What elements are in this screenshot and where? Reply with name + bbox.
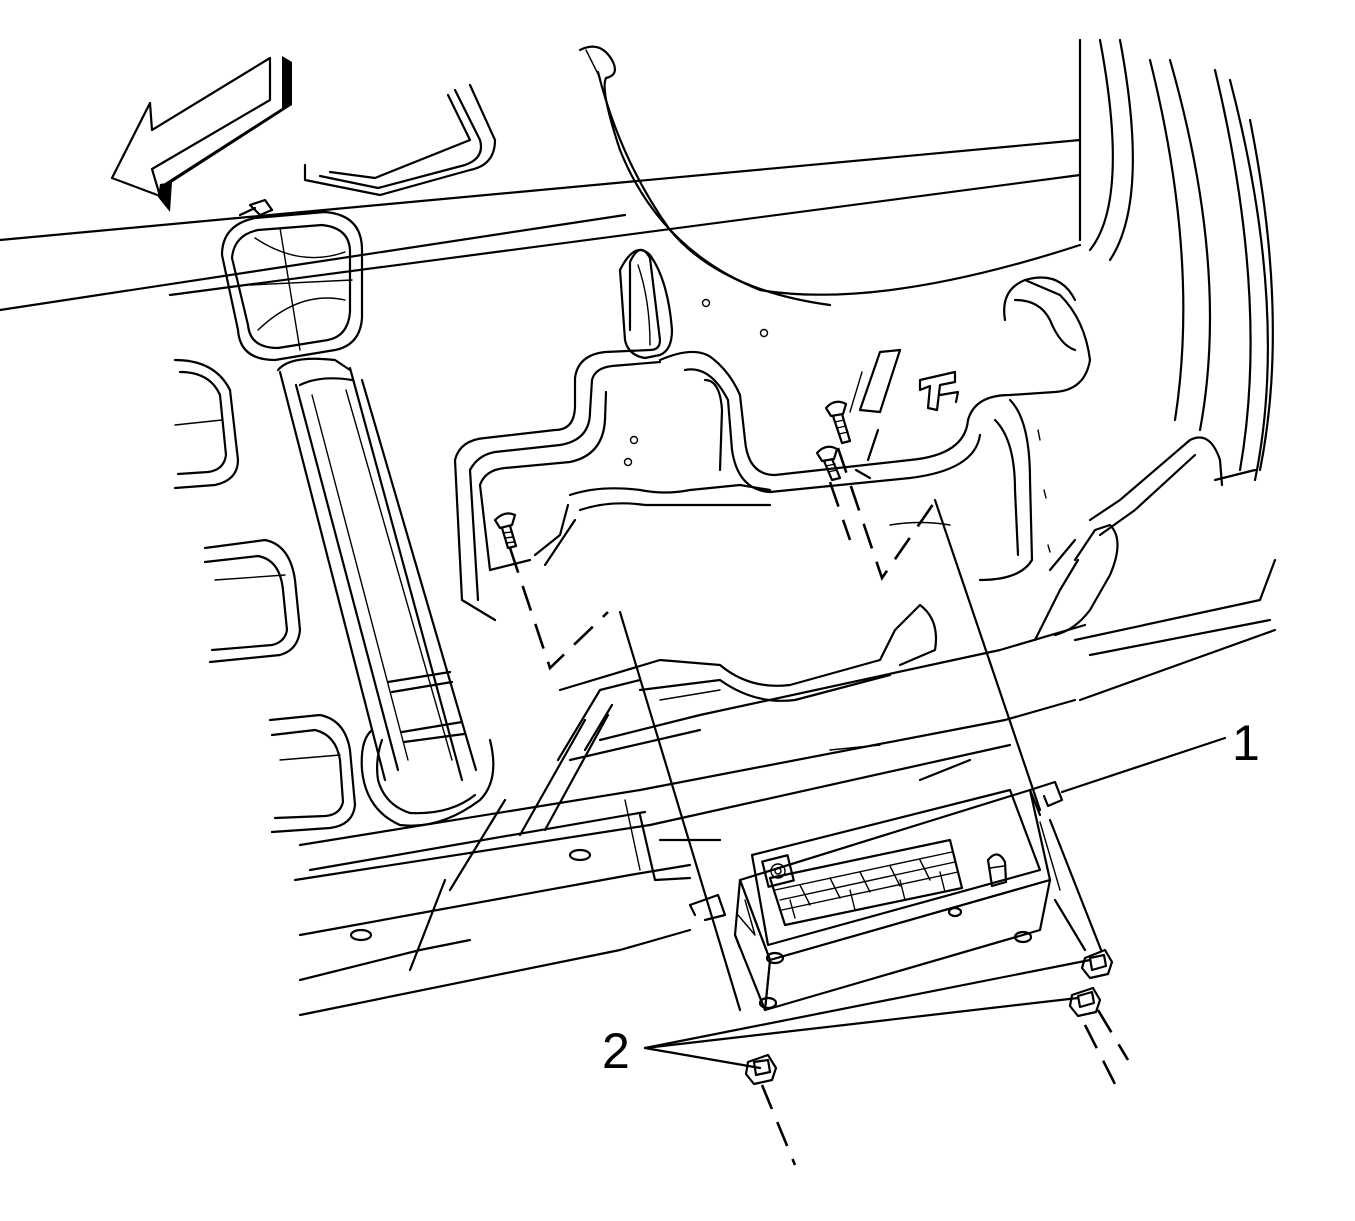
nut-lower-right bbox=[1068, 986, 1102, 1018]
installation-guide-lines bbox=[618, 498, 1107, 1012]
callout-2-label: 2 bbox=[602, 1023, 630, 1079]
stud-right-lower bbox=[815, 445, 842, 482]
callout-1-label: 1 bbox=[1232, 715, 1260, 771]
callout-2: 2 bbox=[602, 958, 1092, 1079]
electronic-control-module bbox=[688, 780, 1064, 1012]
nut-upper-right bbox=[1080, 948, 1114, 980]
callout-1: 1 bbox=[1060, 715, 1260, 794]
mounting-nuts bbox=[744, 948, 1114, 1086]
mounting-holes bbox=[623, 298, 769, 467]
vehicle-body-structure bbox=[0, 38, 1277, 1017]
stud-centerlines bbox=[508, 447, 1130, 1166]
stud-right-upper bbox=[824, 400, 852, 445]
mounting-studs bbox=[493, 400, 852, 550]
forward-arrow-icon bbox=[110, 56, 292, 212]
nut-lower-left bbox=[744, 1053, 778, 1086]
stud-left bbox=[493, 512, 518, 550]
